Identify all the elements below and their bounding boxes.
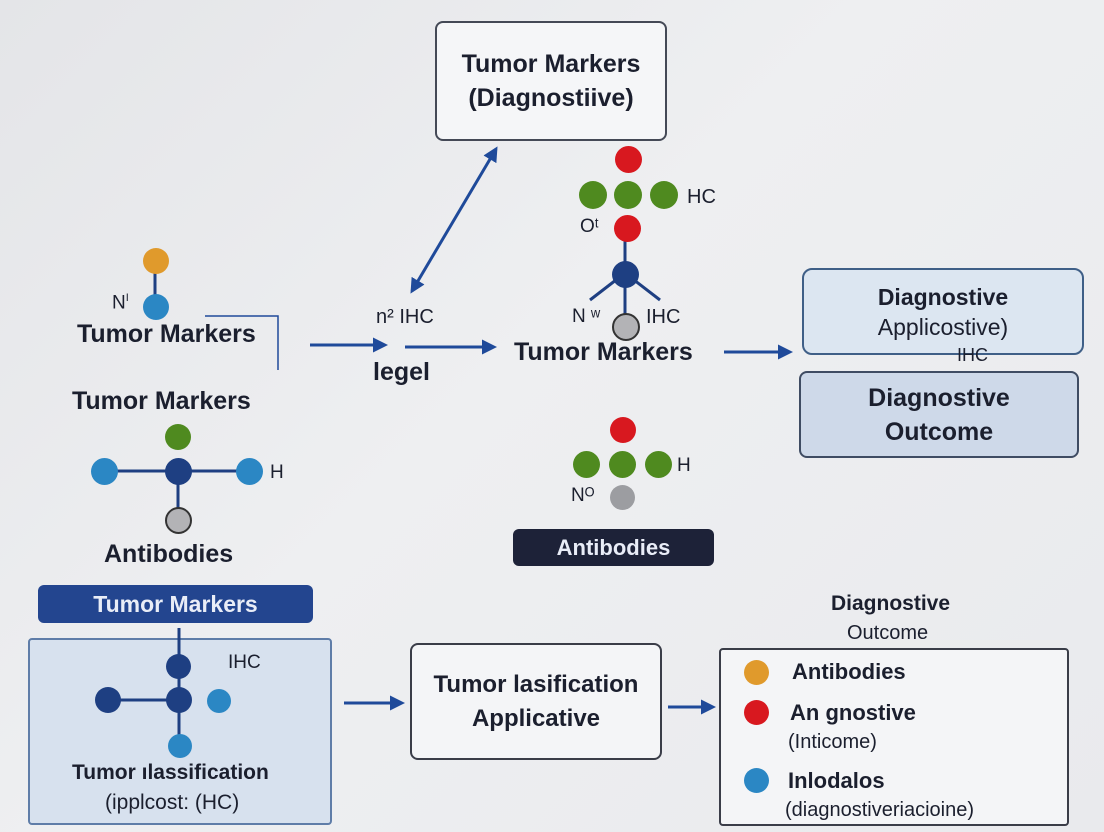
- legend-label-1: Antibodies: [792, 659, 906, 684]
- left-orange-node: [143, 248, 169, 274]
- legend-header-line2: Outcome: [847, 622, 929, 644]
- legend-swatch-2: [744, 700, 769, 725]
- left-cluster-title: Tumor Markers: [77, 320, 256, 348]
- left-cluster-bracket: [205, 315, 279, 370]
- bottom-mol-top-node: [166, 654, 191, 679]
- right-box2-line2: Outcome: [884, 417, 994, 446]
- lower-green-node-2: [609, 451, 636, 478]
- left-label-n-sup: I: [125, 292, 129, 304]
- lower-antibodies-pill: Antibodies: [513, 529, 714, 566]
- bottom-mol-right-node: [207, 689, 231, 713]
- center-cluster-title: Tumor Markers: [514, 338, 693, 366]
- lower-green-node-1: [573, 451, 600, 478]
- lower-label-no: Nᴼ: [571, 485, 595, 506]
- middle-ihc-label: n² IHC: [376, 306, 434, 328]
- right-diagnostive-box-2: Diagnostive Outcome: [799, 371, 1079, 458]
- legend-label-2: An gnostive: [790, 700, 916, 725]
- arrow-diagonal-bidirectional: [410, 146, 498, 294]
- legend-sublabel-3: (diagnostiveriacioine): [785, 799, 974, 821]
- bottom-caption-line2: (ipplcost: (HC): [105, 791, 240, 814]
- bottom-mol-center-node: [166, 687, 192, 713]
- bottom-tumor-markers-pill: Tumor Markers: [38, 585, 313, 623]
- legend-label-3: Inlodalos: [788, 768, 885, 793]
- center-label-hc: HC: [687, 186, 716, 208]
- center-label-ihc: IHC: [646, 306, 681, 328]
- lower-label-h: H: [677, 455, 691, 476]
- center-red-node-mid: [614, 215, 641, 242]
- center-green-node-1: [579, 181, 607, 209]
- center-green-node-3: [650, 181, 678, 209]
- right-box2-line1: Diagnostive: [868, 383, 1010, 412]
- left-cluster-footer: Antibodies: [104, 540, 234, 568]
- legend-header-line1: Diagnostive: [831, 592, 951, 615]
- left-label-n-text: N: [112, 292, 126, 314]
- left-mol-label-h: H: [270, 462, 284, 483]
- lower-red-node: [610, 417, 636, 443]
- bottom-ihc-label: IHC: [228, 652, 261, 673]
- left-mol-left-node: [91, 458, 118, 485]
- left-label-n: NI: [112, 292, 129, 314]
- right-diagnostive-box-1: Diagnostive Applicostive): [802, 268, 1084, 355]
- top-diagnostive-box: Tumor Markers (Diagnostiive): [435, 21, 667, 141]
- bottom-tumor-lasification-box: Tumor lasification Applicative: [410, 643, 662, 760]
- middle-legel-label: legel: [373, 358, 430, 386]
- center-label-o: Oᵗ: [580, 216, 599, 237]
- top-box-line2: (Diagnostiive): [468, 84, 634, 112]
- right-box1-overlay: IHC: [957, 345, 988, 365]
- bottom-box-line1: Tumor lasification: [433, 670, 639, 698]
- bottom-mol-lower-node: [168, 734, 192, 758]
- left-mol-green-node: [165, 424, 191, 450]
- legend-box: [719, 648, 1069, 826]
- lower-gray-node: [610, 485, 635, 510]
- bottom-caption-line1: Tumor ılassification: [72, 761, 269, 784]
- top-box-line1: Tumor Markers: [461, 50, 641, 78]
- center-red-node-top: [615, 146, 642, 173]
- right-box1-line1: Diagnostive: [877, 283, 1009, 310]
- legend-swatch-1: [744, 660, 769, 685]
- left-mol-right-node: [236, 458, 263, 485]
- legend-swatch-3: [744, 768, 769, 793]
- bottom-mol-left-node: [95, 687, 121, 713]
- left-blue-node: [143, 294, 169, 320]
- left-mol-center-node: [165, 458, 192, 485]
- lower-green-node-3: [645, 451, 672, 478]
- legend-sublabel-2: (Inticome): [788, 731, 877, 753]
- center-label-nw: N ʷ: [572, 306, 601, 327]
- left-mol-gray-node: [165, 507, 192, 534]
- center-hub-node: [612, 261, 639, 288]
- center-gray-node: [612, 313, 640, 341]
- left-cluster-subtitle: Tumor Markers: [72, 387, 251, 415]
- bottom-box-line2: Applicative: [471, 704, 601, 732]
- right-box1-line2: Applicostive): [877, 313, 1009, 340]
- center-green-node-2: [614, 181, 642, 209]
